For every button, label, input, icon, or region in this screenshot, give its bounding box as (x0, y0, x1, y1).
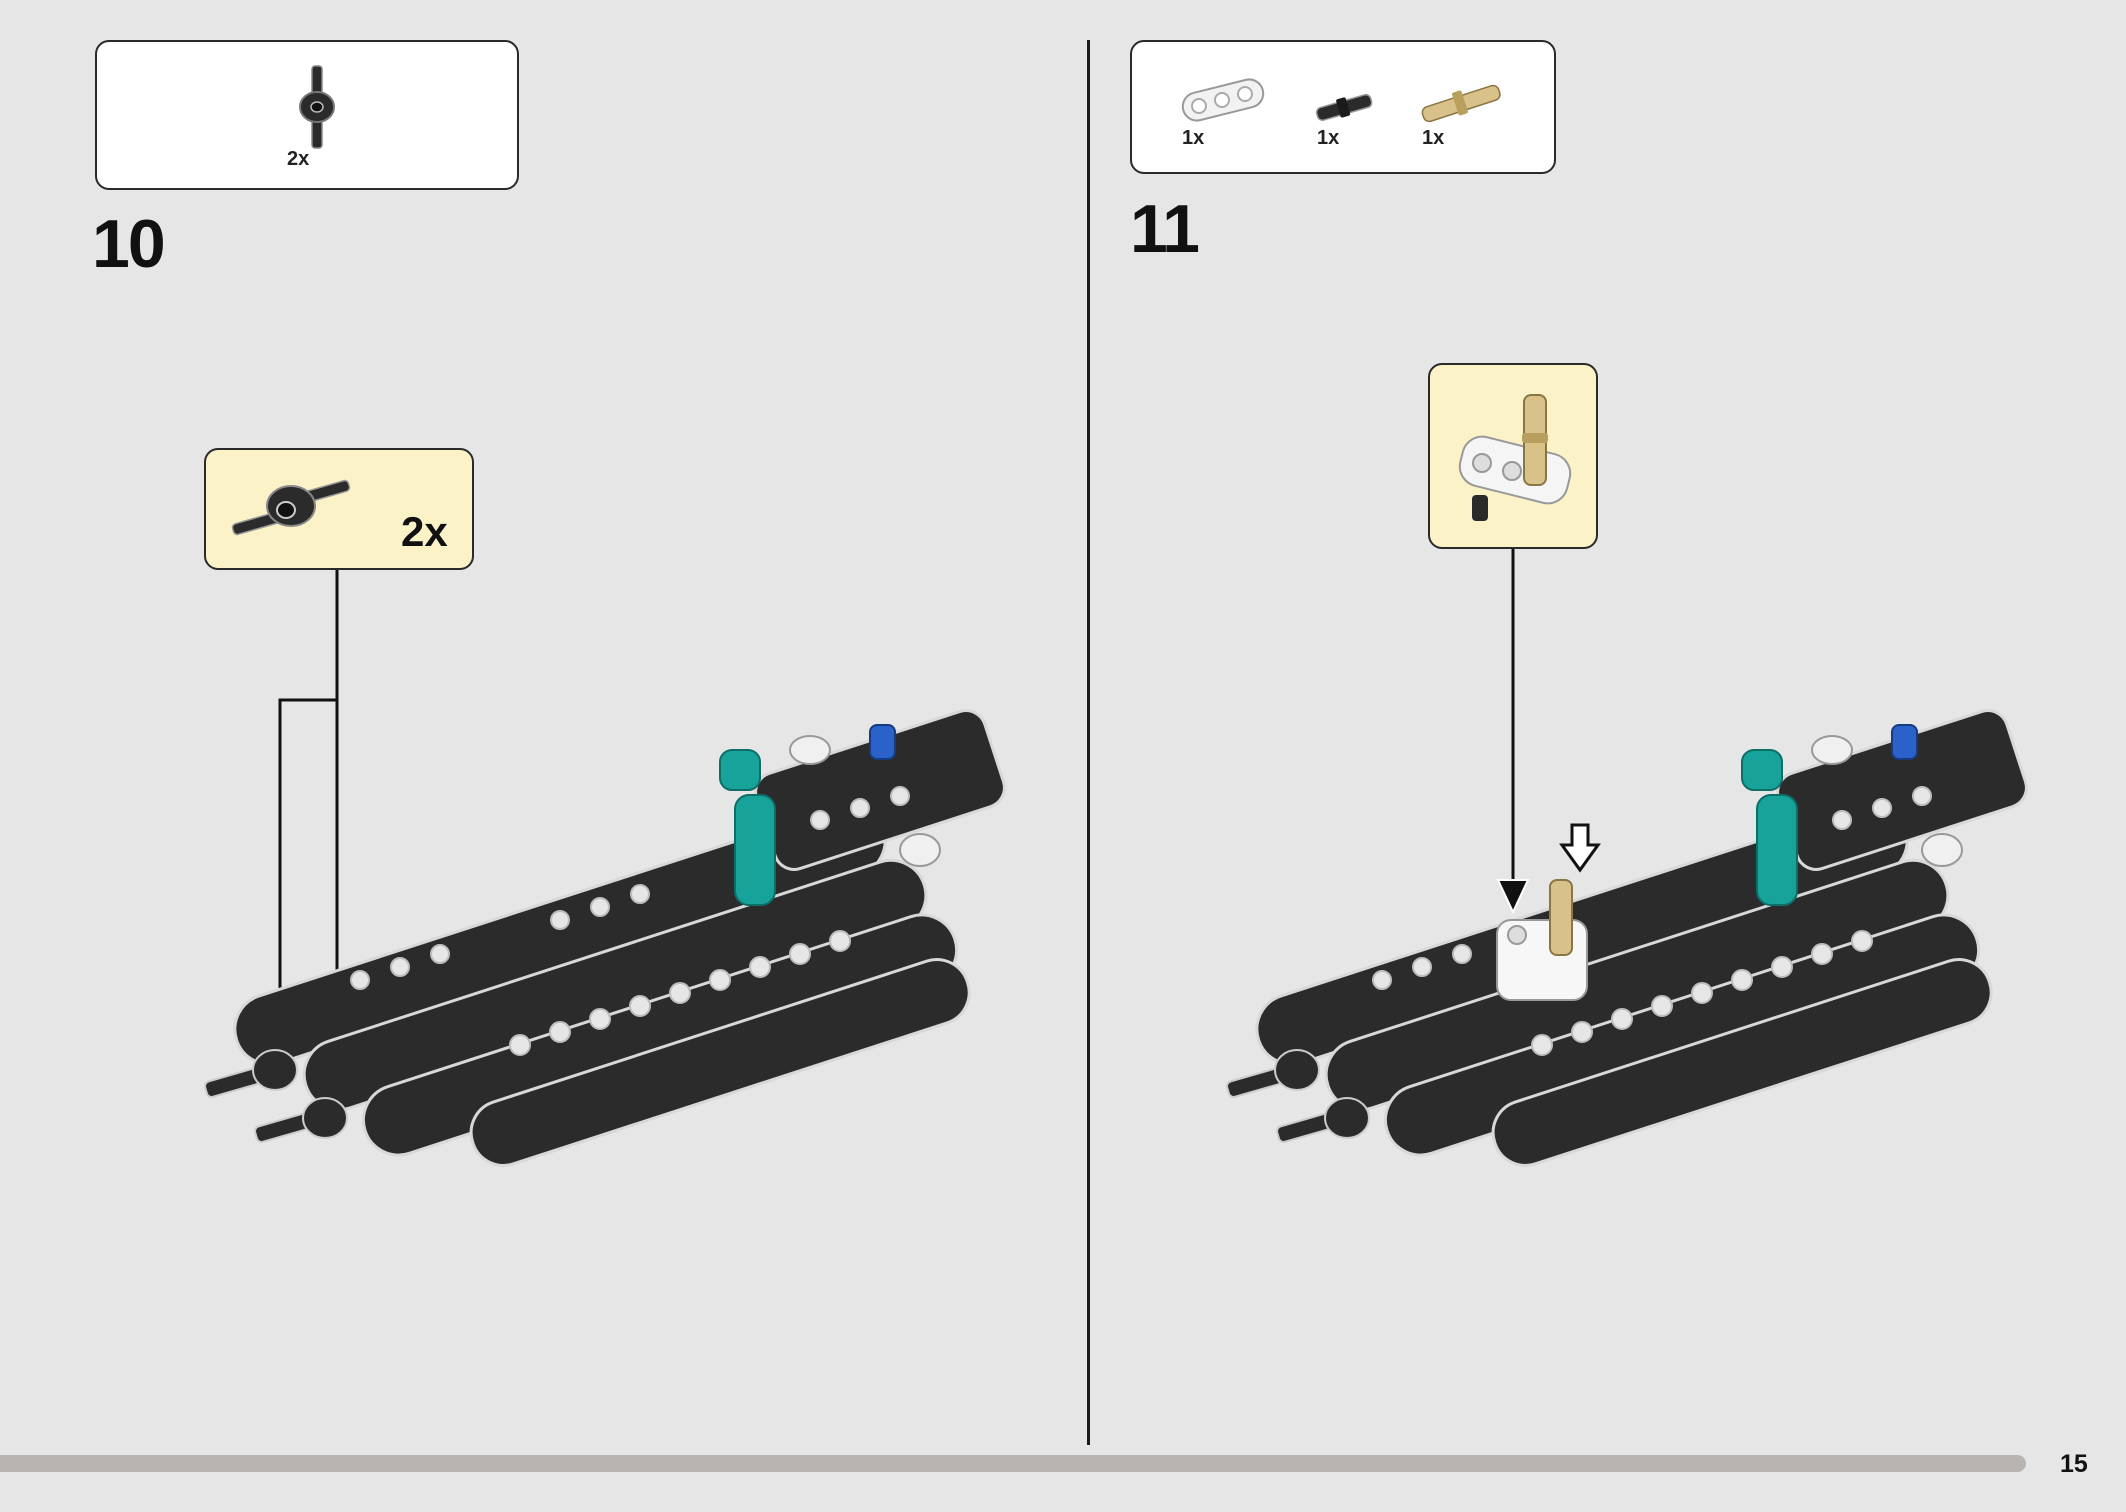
axle-connector-icon (299, 65, 335, 149)
push-arrow-icon (1559, 823, 1601, 873)
step-number-10: 10 (92, 206, 166, 282)
chassis-model-step-11 (1226, 709, 2028, 1167)
arrow-down-icon (1496, 879, 1530, 915)
page-divider (1087, 40, 1090, 1445)
part-qty: 1x (1317, 127, 1340, 149)
callout-leader-lines (1496, 549, 1601, 915)
parts-list-box-step-11: 1x 1x 1x (1130, 40, 1556, 174)
callout-box-step-11 (1428, 363, 1598, 549)
page-number: 15 (2060, 1450, 2088, 1478)
callout-box-step-10: 2x (204, 448, 474, 570)
white-3-hole-beam-icon (1181, 78, 1265, 122)
parts-list-box-step-10: 2x (95, 40, 519, 190)
part-qty: 1x (1422, 127, 1445, 149)
part-qty: 2x (287, 148, 310, 170)
callout-qty: 2x (401, 508, 448, 555)
progress-bar (0, 1455, 2026, 1472)
beam-with-pin-icon (1458, 394, 1572, 521)
part-qty: 1x (1182, 127, 1205, 149)
chassis-model-step-10 (204, 709, 1006, 1167)
black-axle-pin-icon (1315, 93, 1373, 122)
axle-connector-icon (231, 479, 351, 536)
tan-axle-pin-icon (1421, 84, 1501, 123)
step-number-11: 11 (1130, 191, 1200, 267)
